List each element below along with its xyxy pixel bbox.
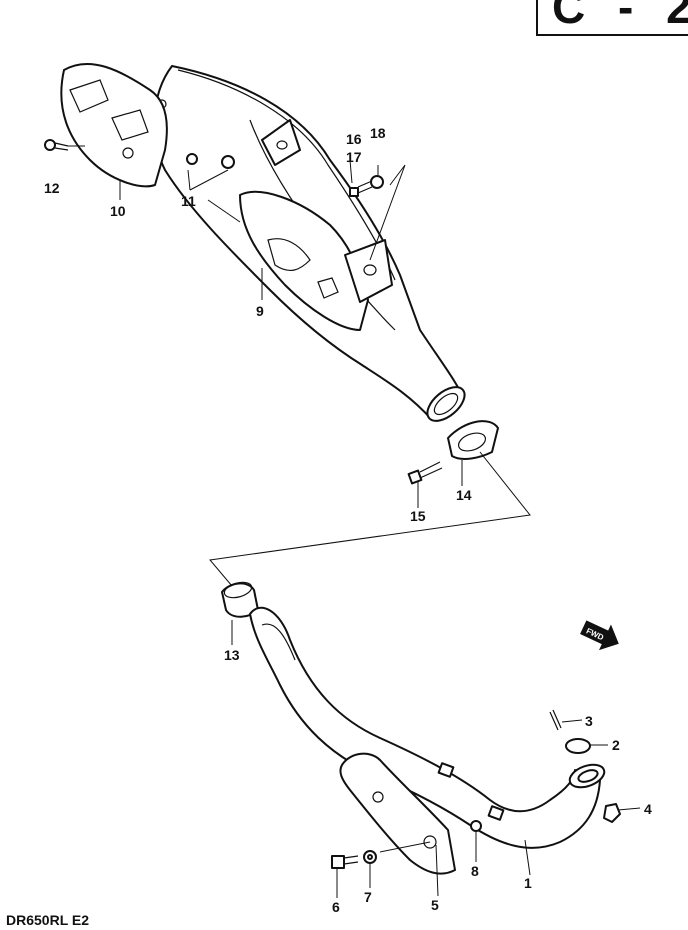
heat-guard [339, 752, 456, 875]
model-code: DR650RL E2 [6, 912, 90, 928]
fwd-arrow-icon: FWD [580, 620, 619, 651]
label-part-12: 12 [44, 180, 60, 196]
pipe-hardware [331, 709, 621, 869]
label-part-5: 5 [431, 897, 439, 913]
leader-lines [68, 145, 641, 898]
muffler-cover [60, 62, 168, 188]
clamp [447, 420, 499, 460]
label-part-15: 15 [410, 508, 426, 524]
exhaust-pipe [249, 606, 606, 849]
label-part-14: 14 [456, 487, 472, 503]
label-part-2: 2 [612, 737, 620, 753]
label-part-16: 16 [346, 131, 362, 147]
label-part-10: 10 [110, 203, 126, 219]
label-part-1: 1 [524, 875, 532, 891]
bolt-15 [407, 461, 443, 485]
label-part-4: 4 [644, 801, 652, 817]
section-code: C - 2 [552, 0, 688, 33]
label-part-7: 7 [364, 889, 372, 905]
label-part-11: 11 [181, 193, 196, 209]
label-part-18: 18 [370, 125, 386, 141]
label-part-9: 9 [256, 303, 264, 319]
label-part-13: 13 [224, 647, 240, 663]
muffler [153, 65, 466, 422]
mounting-hardware [44, 139, 384, 197]
label-part-17: 17 [346, 149, 362, 165]
label-part-3: 3 [585, 713, 593, 729]
label-part-6: 6 [332, 899, 340, 915]
part-labels: 12 10 11 9 16 17 18 14 15 13 3 2 4 1 8 5… [44, 125, 652, 915]
section-code-box: C - 2 [536, 0, 688, 36]
label-part-8: 8 [471, 863, 479, 879]
